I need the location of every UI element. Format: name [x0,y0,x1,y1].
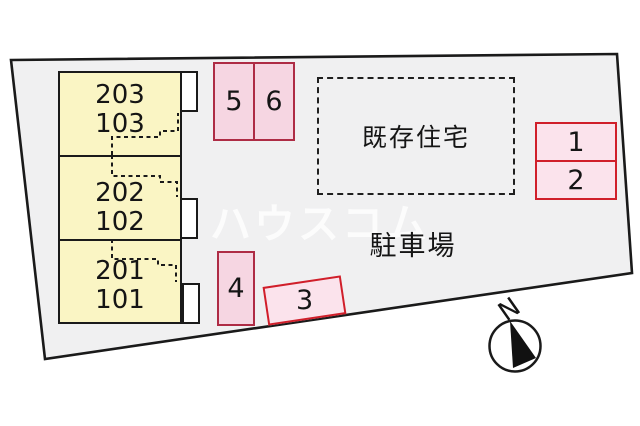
parking-stall-group-5-6: 5 6 [213,62,295,141]
unit-203-103: 203 103 [60,73,180,157]
unit-upper-label: 202 [95,178,145,208]
watermark: ハウスコム [210,200,430,248]
stair-landing-bottom [182,283,200,324]
parking-lot-label: 駐車場 [369,231,457,262]
parking-stall-6: 6 [253,64,293,139]
unit-upper-label: 201 [95,255,145,286]
stall-number: 1 [567,126,585,158]
unit-lower-label: 103 [95,109,145,139]
stall-number: 2 [567,164,585,196]
stall-number: 5 [225,86,243,117]
unit-lower-label: 101 [95,284,145,315]
parking-stall-5: 5 [215,64,253,139]
parking-stall-2: 2 [537,160,615,198]
stall-number: 4 [227,273,245,304]
unit-202-102: 202 102 [60,157,180,241]
stall-number: 6 [265,86,283,117]
stall-number: 3 [295,285,314,316]
parking-stall-group-1-2: 1 2 [535,122,617,200]
parking-stall-1: 1 [537,124,615,160]
existing-house-label: 既存住宅 [361,123,470,152]
unit-lower-label: 102 [95,207,145,237]
stair-landing-middle [180,198,198,239]
existing-house-outline: 既存住宅 [317,77,515,195]
stair-landing-top [180,71,198,112]
unit-upper-label: 203 [95,80,145,110]
parking-stall-4: 4 [217,251,255,326]
apartment-building: 203 103 202 102 201 101 [58,71,182,324]
unit-201-101: 201 101 [60,241,180,322]
